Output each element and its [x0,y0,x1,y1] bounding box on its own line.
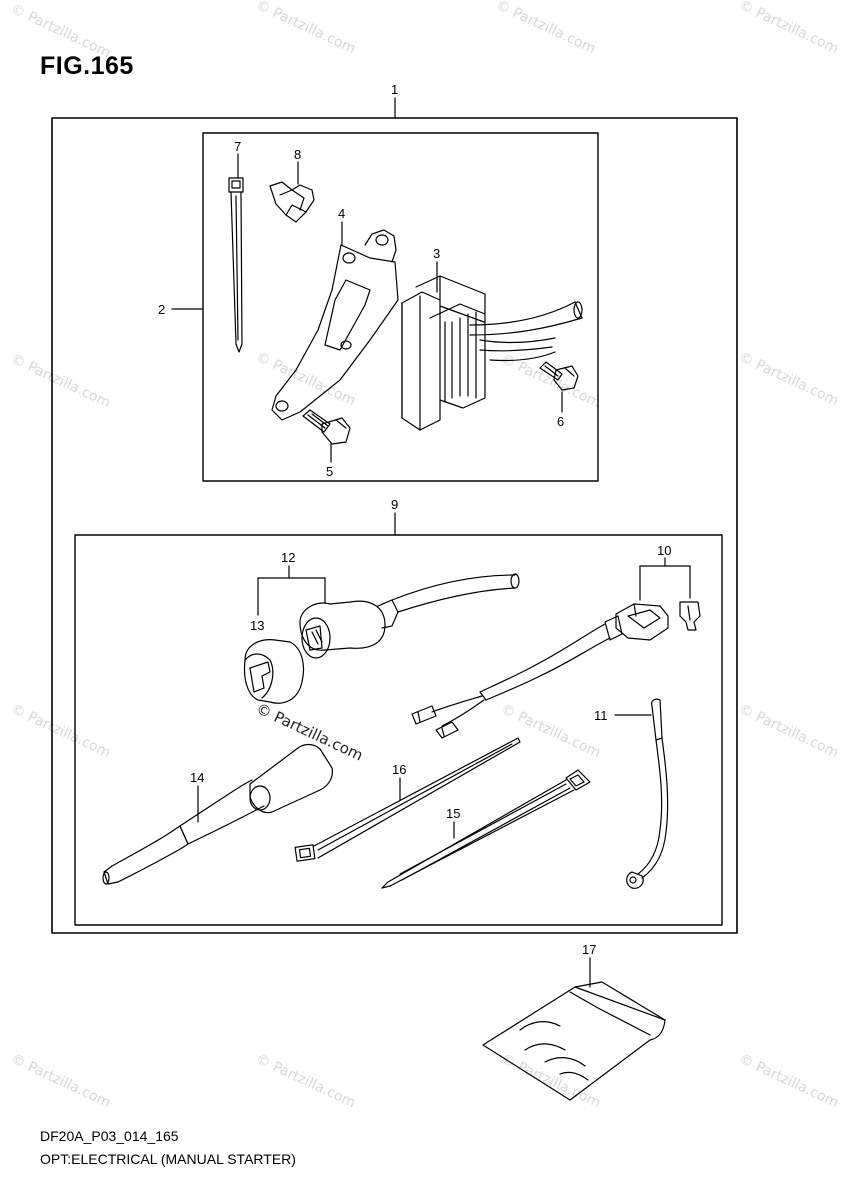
watermark: © Partzilla.com [8,351,113,411]
watermark: © Partzilla.com [493,0,598,57]
watermark: © Partzilla.com [736,701,841,761]
figure-title: FIG.165 [40,52,134,80]
leader-12 [257,565,326,616]
watermark: © Partzilla.com [253,0,358,57]
watermark: © Partzilla.com [8,701,113,761]
callout-7: 7 [234,139,241,154]
callout-13: 13 [250,618,264,633]
callout-3: 3 [433,246,440,261]
callout-12: 12 [281,550,295,565]
callout-8: 8 [294,147,301,162]
callout-numbers: 1 2 3 4 5 6 7 8 9 10 11 12 13 14 15 16 1… [158,82,671,957]
part-16-cable-tie [294,737,521,862]
watermark: © Partzilla.com [498,701,603,761]
callout-9: 9 [391,497,398,512]
watermark: © Partzilla.com [8,1051,113,1111]
regulator-wires [469,301,583,362]
part-10-fuse-holder [411,601,701,739]
watermarks: © Partzilla.com © Partzilla.com © Partzi… [8,0,841,1111]
watermark: © Partzilla.com [736,349,841,409]
callout-6: 6 [557,414,564,429]
callout-17: 17 [582,942,596,957]
part-11-ground-lead [626,698,669,889]
part-15-cable-tie [381,769,591,889]
part-13-cap [243,639,305,704]
callout-16: 16 [392,762,406,777]
callout-10: 10 [657,543,671,558]
watermark: © Partzilla.com [8,1,113,61]
callout-5: 5 [326,464,333,479]
watermark: © Partzilla.com [736,1051,841,1111]
part-5-bolt [302,409,351,445]
figure-code: DF20A_P03_014_165 [40,1128,179,1144]
watermark: © Partzilla.com [736,0,841,57]
assembly-9-frame [74,534,723,926]
watermark: © Partzilla.com [253,1051,358,1111]
figure-caption: OPT:ELECTRICAL (MANUAL STARTER) [40,1151,296,1167]
callout-4: 4 [338,206,345,221]
watermark: © Partzilla.com [253,349,358,409]
callout-15: 15 [446,806,460,821]
assembly-2-frame [202,132,599,482]
part-12-connector [299,573,520,659]
part-17-bag [482,981,666,1101]
leader-10 [639,557,691,601]
part-14-boot [102,743,333,885]
part-3-regulator [401,275,486,431]
callout-1: 1 [391,82,398,97]
callout-11: 11 [594,708,608,723]
watermark-center: © Partzilla.com [253,699,366,764]
part-8-clamp [269,181,315,223]
part-4-bracket [271,229,399,421]
part-7-cable-tie [228,177,244,353]
callout-2: 2 [158,302,165,317]
part-6-bolt [539,361,579,391]
callout-14: 14 [190,770,204,785]
